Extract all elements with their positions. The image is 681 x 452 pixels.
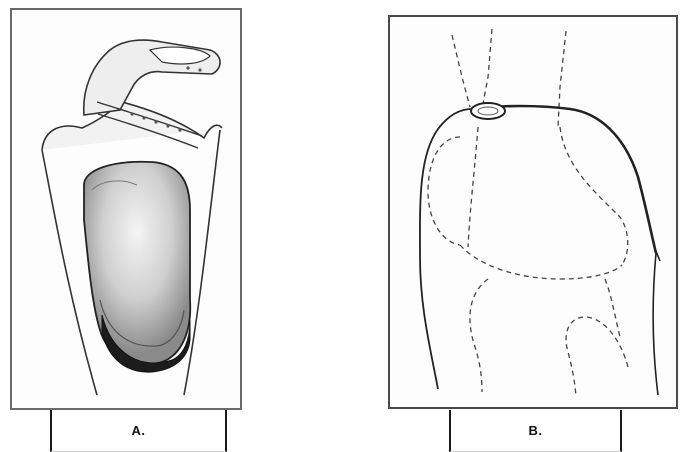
dashed-lower-left bbox=[470, 279, 488, 392]
joint-cavity bbox=[84, 162, 190, 364]
label-b: B. bbox=[529, 423, 543, 438]
label-box-b: B. bbox=[449, 410, 622, 452]
panel-b-drawing bbox=[390, 17, 676, 407]
dashed-line-top-middle bbox=[482, 29, 492, 109]
outline-left bbox=[420, 109, 472, 389]
dashed-left-condyle bbox=[428, 137, 460, 245]
dashed-line-top-right bbox=[558, 31, 566, 127]
label-box-a: A. bbox=[50, 410, 227, 452]
skin-flap bbox=[42, 102, 222, 150]
patella-ring bbox=[471, 103, 505, 119]
outline-top bbox=[472, 106, 656, 253]
outline-right bbox=[653, 253, 658, 395]
label-a: A. bbox=[132, 423, 146, 438]
dashed-lower-mid bbox=[605, 279, 620, 337]
panel-a-illustration bbox=[10, 8, 242, 410]
panel-a-drawing bbox=[12, 10, 240, 408]
dashed-right-condyle bbox=[560, 127, 628, 265]
dashed-structures bbox=[428, 29, 628, 397]
panel-b-illustration bbox=[388, 15, 678, 409]
dashed-lower-right bbox=[566, 317, 628, 397]
dashed-joint-line bbox=[460, 245, 622, 279]
dashed-inner-left bbox=[468, 127, 478, 247]
dashed-line-top-left bbox=[452, 35, 470, 107]
